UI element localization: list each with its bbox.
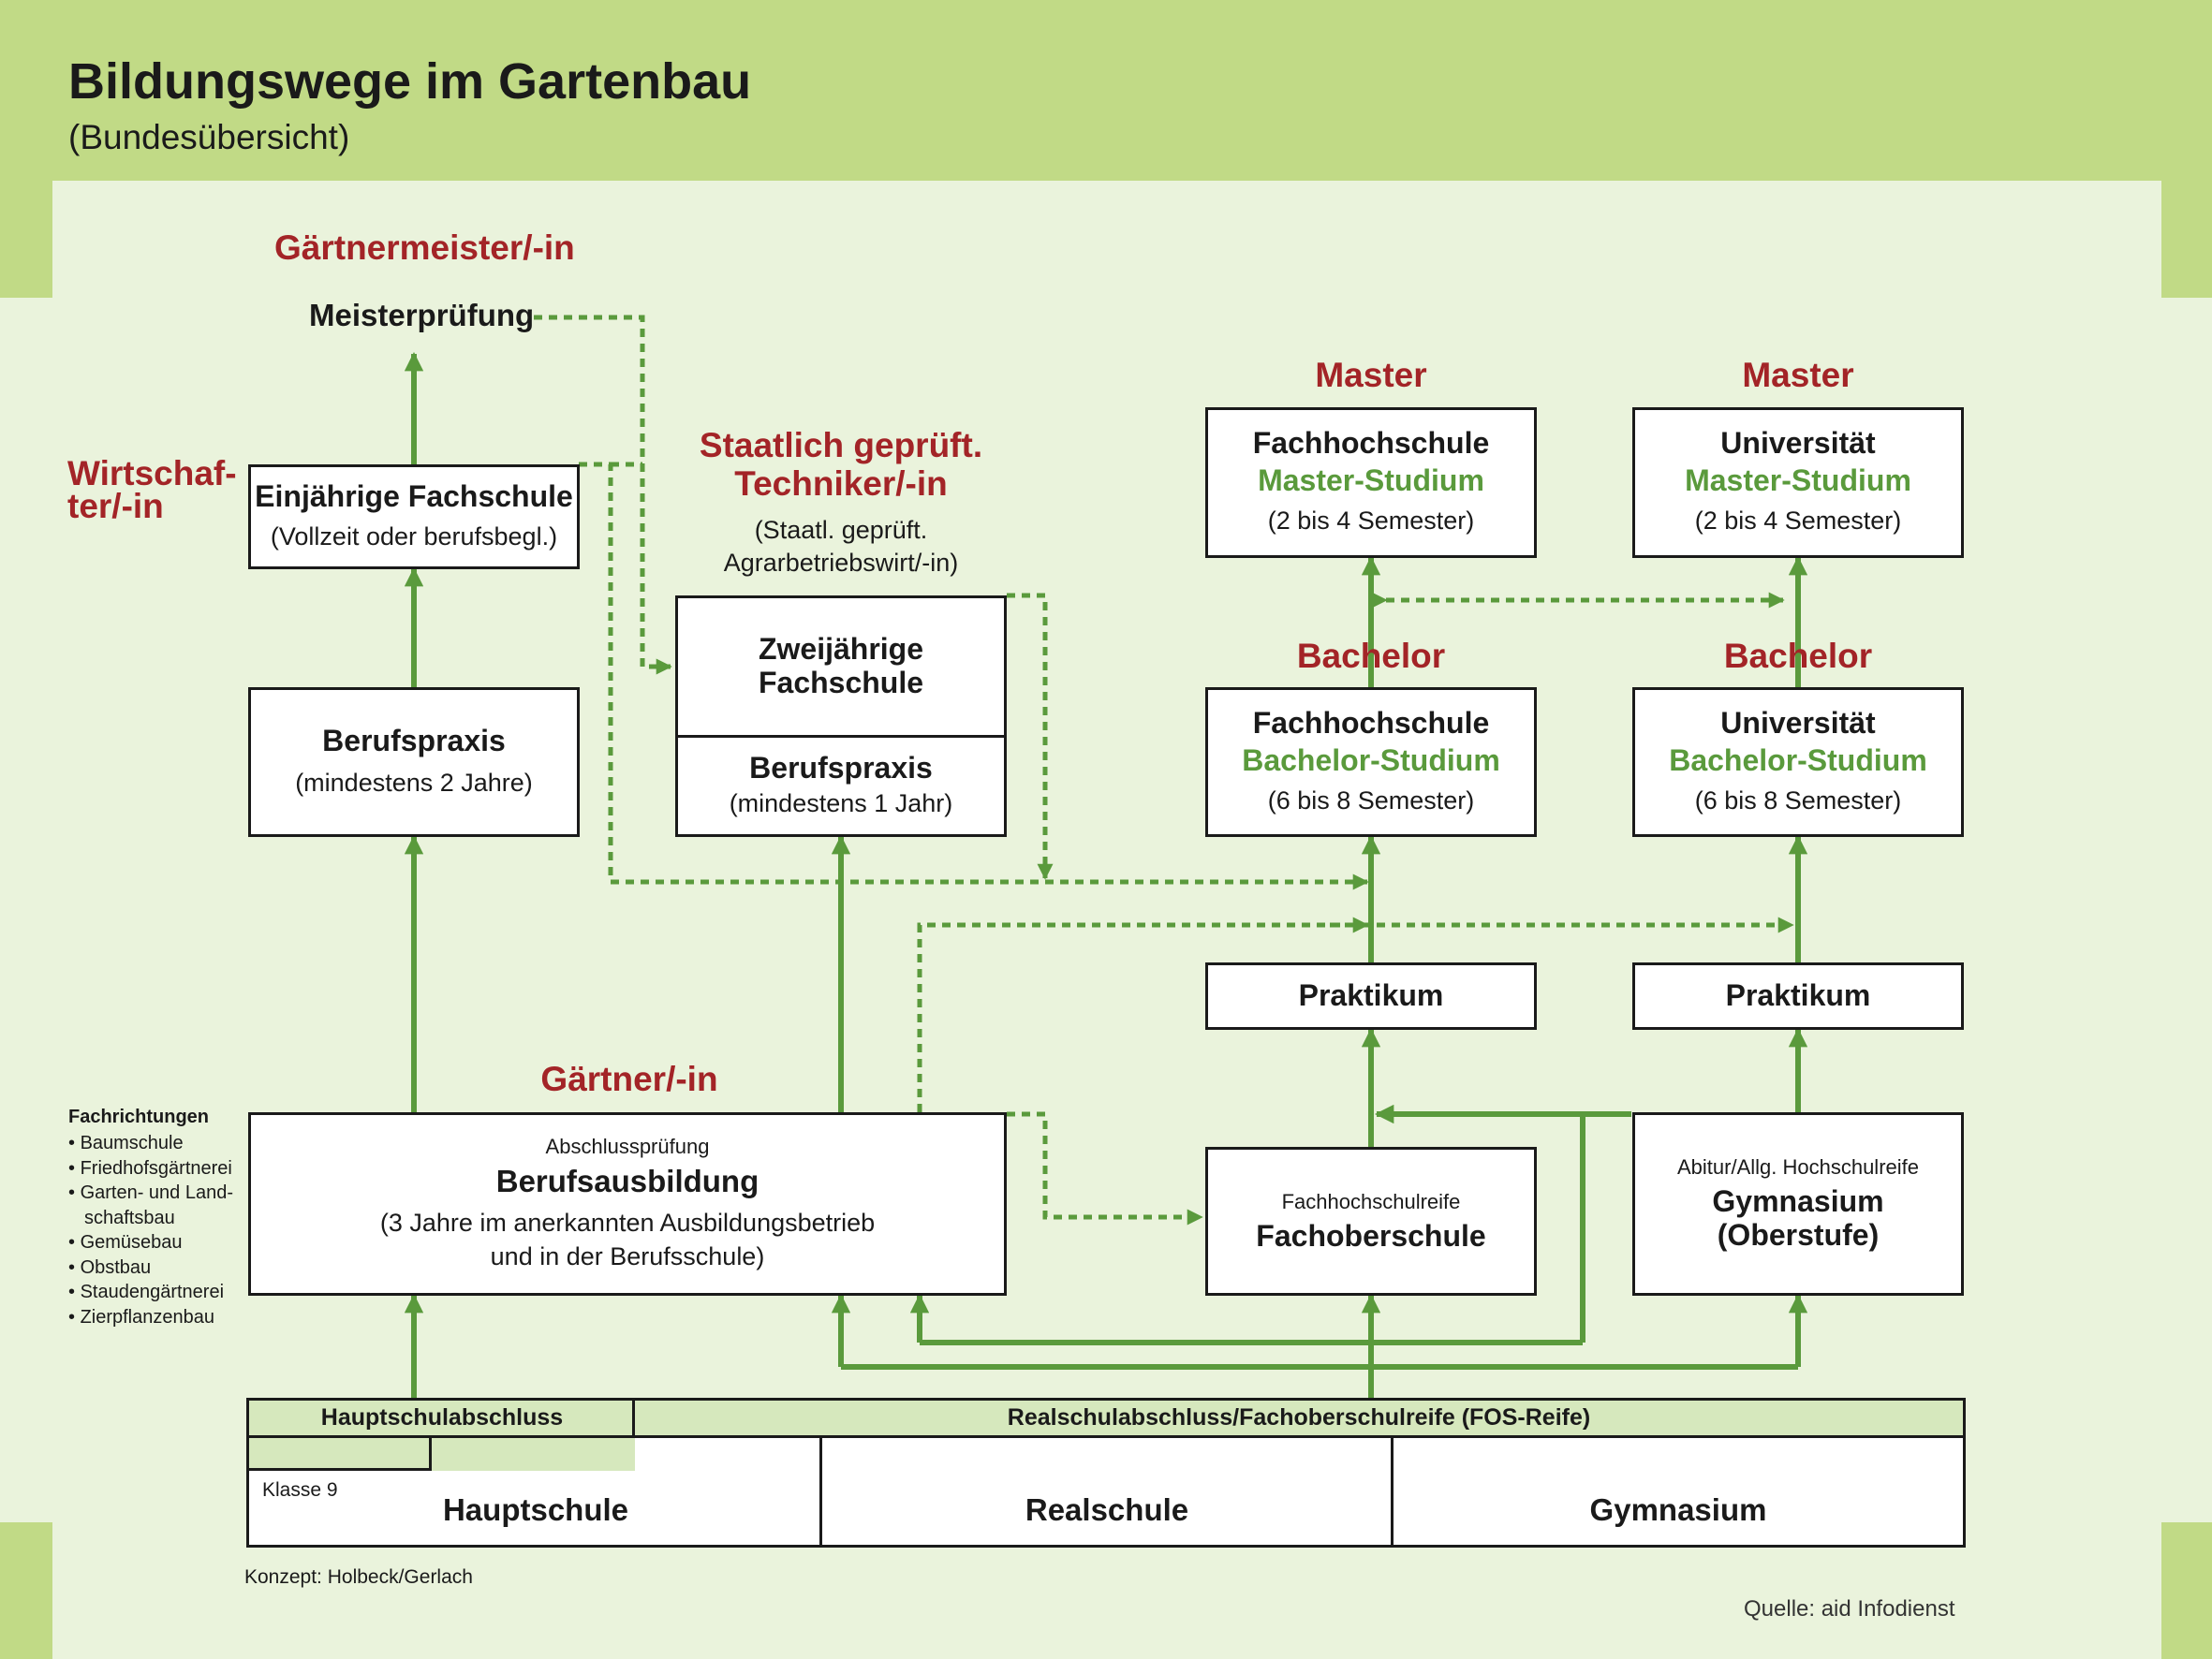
right-side-panel [2161, 298, 2212, 1522]
label-realschule: Realschule [1025, 1492, 1189, 1527]
label-gaertner: Gärtner/-in [540, 1060, 718, 1098]
label-master-fh: Master [1315, 356, 1427, 394]
box-uni-bachelor: Universität Bachelor-Studium (6 bis 8 Se… [1632, 687, 1964, 837]
fh-master-green: Master-Studium [1258, 463, 1484, 498]
footer-quelle: Quelle: aid Infodienst [1744, 1596, 1955, 1622]
fh-bachelor-sub: (6 bis 8 Semester) [1267, 785, 1475, 815]
label-agrarbetriebswirt: (Staatl. geprüft. Agrarbetriebswirt/-in) [723, 516, 959, 577]
box-praktikum-fh: Praktikum [1205, 962, 1537, 1030]
band-divider-7 [1391, 1435, 1394, 1548]
dashed-einjaehrige-to-hochschule [579, 462, 1369, 890]
einjaehrige-sub: (Vollzeit oder berufsbegl.) [270, 522, 558, 551]
realschulabschluss-cell [635, 1401, 1963, 1436]
band-divider-4 [249, 1468, 432, 1471]
einjaehrige-title: Einjährige Fachschule [255, 478, 573, 513]
fh-master-sub: (2 bis 4 Semester) [1267, 507, 1475, 536]
berufspraxis1-sub: (mindestens 1 Jahr) [729, 788, 953, 817]
label-gymnasium: Gymnasium [1589, 1492, 1767, 1527]
fachrichtung-item: Garten- und Land- schaftsbau [68, 1181, 272, 1230]
fachrichtung-item: Obstbau [68, 1255, 272, 1281]
box-uni-master: Universität Master-Studium (2 bis 4 Seme… [1632, 407, 1964, 558]
page-title: Bildungswege im Gartenbau [68, 53, 752, 110]
band-divider-2 [632, 1401, 635, 1438]
praktikum-fh-title: Praktikum [1298, 978, 1444, 1013]
school-band: Hauptschulabschluss Realschulabschluss/F… [246, 1398, 1966, 1548]
berufsausbildung-title: Berufsausbildung [495, 1163, 759, 1198]
dashed-ausbildung-to-hochschule [917, 917, 1794, 1112]
uni-master-title: Universität [1720, 426, 1876, 461]
box-fachoberschule: Fachhochschulreife Fachoberschule [1205, 1147, 1537, 1296]
gymnasium-oberstufe-top: Abitur/Allg. Hochschulreife [1676, 1155, 1919, 1180]
page-subtitle: (Bundesübersicht) [68, 118, 350, 156]
gymnasium-oberstufe-title: Gymnasium (Oberstufe) [1712, 1184, 1884, 1252]
zweijaehrige-title: Zweijährige Fachschule [758, 632, 924, 699]
band-divider-6 [819, 1435, 822, 1548]
dashed-zweijaehrige-to-hochschule [1007, 593, 1054, 880]
fachrichtung-item: Staudengärtnerei [68, 1280, 272, 1305]
fh-bachelor-green: Bachelor-Studium [1242, 742, 1500, 777]
label-meisterpruefung: Meisterprüfung [309, 298, 535, 332]
fachoberschule-top: Fachhochschulreife [1281, 1189, 1461, 1213]
berufsausbildung-sub: (3 Jahre im anerkannten Ausbildungsbetri… [379, 1209, 876, 1271]
berufspraxis1-title: Berufspraxis [749, 751, 933, 785]
fachoberschule-title: Fachoberschule [1256, 1218, 1486, 1253]
uni-bachelor-sub: (6 bis 8 Semester) [1694, 785, 1902, 815]
dashed-ausbildung-to-fos [1007, 1111, 1203, 1226]
berufspraxis2-sub: (mindestens 2 Jahre) [295, 769, 533, 798]
fachrichtung-item: Friedhofsgärtnerei [68, 1156, 272, 1182]
band-divider-1 [249, 1435, 635, 1438]
band-divider-3 [632, 1435, 1963, 1438]
label-realschulabschluss: Realschulabschluss/Fachoberschulreife (F… [1007, 1404, 1591, 1431]
fachrichtung-item: Gemüsebau [68, 1230, 272, 1255]
fh-bachelor-title: Fachhochschule [1252, 705, 1490, 740]
box-berufsausbildung: Abschlussprüfung Berufsausbildung (3 Jah… [248, 1112, 1007, 1296]
label-master-uni: Master [1742, 356, 1854, 394]
fh-master-title: Fachhochschule [1252, 426, 1490, 461]
dashed-meister-to-fachschule [534, 315, 672, 675]
box-berufspraxis-2: Berufspraxis (mindestens 2 Jahre) [248, 687, 580, 837]
berufsausbildung-top: Abschlussprüfung [545, 1134, 710, 1158]
left-side-panel [0, 298, 52, 1522]
box-fh-master: Fachhochschule Master-Studium (2 bis 4 S… [1205, 407, 1537, 558]
uni-master-sub: (2 bis 4 Semester) [1694, 507, 1902, 536]
label-bachelor-uni: Bachelor [1723, 637, 1873, 675]
uni-bachelor-green: Bachelor-Studium [1669, 742, 1927, 777]
header-bar [0, 0, 2212, 183]
label-hauptschule: Hauptschule [442, 1492, 629, 1527]
praktikum-uni-title: Praktikum [1725, 978, 1871, 1013]
uni-bachelor-title: Universität [1720, 705, 1876, 740]
label-wirtschafter: Wirtschaf- ter/-in [67, 454, 237, 525]
label-gaertnermeister: Gärtnermeister/-in [274, 228, 575, 267]
label-klasse9: Klasse 9 [262, 1479, 338, 1501]
fachrichtungen-title: Fachrichtungen [68, 1107, 210, 1127]
box-fh-bachelor: Fachhochschule Bachelor-Studium (6 bis 8… [1205, 687, 1537, 837]
fachrichtungen-list: Baumschule Friedhofsgärtnerei Garten- un… [68, 1131, 272, 1329]
label-techniker: Staatlich geprüft. Techniker/-in [699, 426, 983, 503]
box-berufspraxis-1: Berufspraxis (mindestens 1 Jahr) [675, 735, 1007, 837]
berufspraxis2-title: Berufspraxis [322, 723, 506, 757]
footer-konzept: Konzept: Holbeck/Gerlach [244, 1566, 473, 1588]
uni-master-green: Master-Studium [1685, 463, 1911, 498]
label-hauptschulabschluss: Hauptschulabschluss [320, 1404, 564, 1431]
label-bachelor-fh: Bachelor [1296, 637, 1446, 675]
fachrichtung-item: Zierpflanzenbau [68, 1305, 272, 1330]
box-gymnasium-oberstufe: Abitur/Allg. Hochschulreife Gymnasium (O… [1632, 1112, 1964, 1296]
band-divider-5 [429, 1435, 432, 1471]
box-zweijaehrige-fachschule: Zweijährige Fachschule [675, 595, 1007, 738]
fachrichtung-item: Baumschule [68, 1131, 272, 1156]
box-einjaehrige-fachschule: Einjährige Fachschule (Vollzeit oder ber… [248, 464, 580, 569]
box-praktikum-uni: Praktikum [1632, 962, 1964, 1030]
